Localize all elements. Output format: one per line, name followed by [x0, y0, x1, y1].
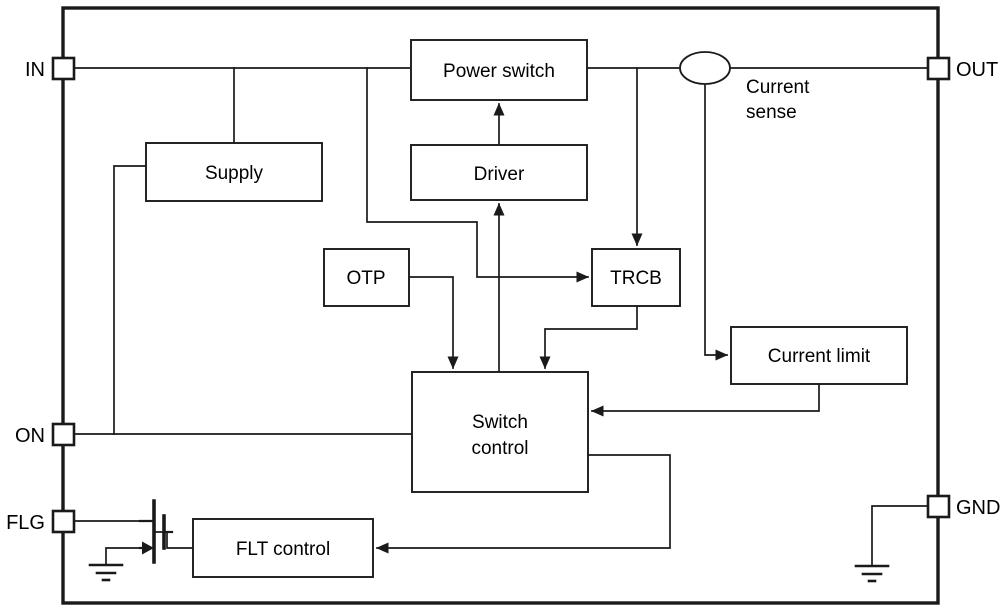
blocks-layer: Power switch Supply Driver OTP TRCB: [145, 39, 908, 578]
current-sense-icon: [679, 51, 731, 85]
wire-fltcontrol-to-gate: [153, 531, 194, 549]
pin-gnd[interactable]: GND: [926, 494, 1000, 519]
pin-on[interactable]: ON: [15, 422, 76, 447]
annotation-current-sense-line2: sense: [746, 102, 797, 123]
wire-switchcontrol-to-fltcontrol: [375, 454, 671, 554]
pin-label-out: OUT: [956, 59, 998, 81]
pin-label-in: IN: [25, 59, 45, 81]
block-driver[interactable]: Driver: [410, 144, 588, 201]
pin-in[interactable]: IN: [25, 56, 76, 81]
pin-flg[interactable]: FLG: [6, 509, 76, 534]
block-power-switch[interactable]: Power switch: [410, 39, 588, 101]
wire-source-to-ground: [105, 547, 141, 566]
pins-layer: IN ON FLG OUT GND: [6, 56, 1000, 534]
block-supply[interactable]: Supply: [145, 142, 323, 202]
block-label-supply: Supply: [205, 163, 264, 184]
wire-trcb-to-switchcontrol: [539, 305, 638, 370]
wire-otp-to-switchcontrol: [408, 276, 459, 370]
block-otp[interactable]: OTP: [323, 248, 410, 307]
block-label-switch-control-line1: Switch: [472, 412, 528, 433]
block-switch-control[interactable]: Switch control: [411, 371, 589, 493]
wire-supply-to-on-rail: [113, 165, 147, 435]
wire-in-to-trcb: [366, 67, 590, 283]
wire-layer: [62, 67, 939, 604]
ground-symbol-gnd: [854, 564, 890, 583]
pin-label-flg: FLG: [6, 512, 45, 534]
pin-label-on: ON: [15, 425, 45, 447]
mosfet-source-arrow: [142, 541, 154, 555]
wire-currentlimit-to-switchcontrol: [590, 383, 820, 417]
block-label-trcb: TRCB: [610, 268, 662, 289]
annotation-current-sense-line1: Current: [746, 77, 810, 98]
block-label-driver: Driver: [474, 164, 525, 185]
block-flt-control[interactable]: FLT control: [192, 518, 374, 578]
annotation-current-sense: Current sense: [746, 77, 810, 123]
pin-out[interactable]: OUT: [926, 56, 998, 81]
n-mosfet-symbol: [138, 499, 174, 564]
wire-sense-to-currentlimit: [704, 83, 729, 361]
block-label-current-limit: Current limit: [768, 346, 871, 367]
block-label-flt-control: FLT control: [236, 539, 330, 560]
block-label-power-switch: Power switch: [443, 61, 555, 82]
ground-symbol-flg: [88, 563, 124, 582]
block-trcb[interactable]: TRCB: [591, 248, 681, 307]
block-current-limit[interactable]: Current limit: [730, 326, 908, 385]
pin-label-gnd: GND: [956, 497, 1000, 519]
block-label-switch-control-line2: control: [471, 438, 528, 459]
block-label-otp: OTP: [346, 268, 385, 289]
wire-gnd-to-ground: [871, 505, 939, 567]
